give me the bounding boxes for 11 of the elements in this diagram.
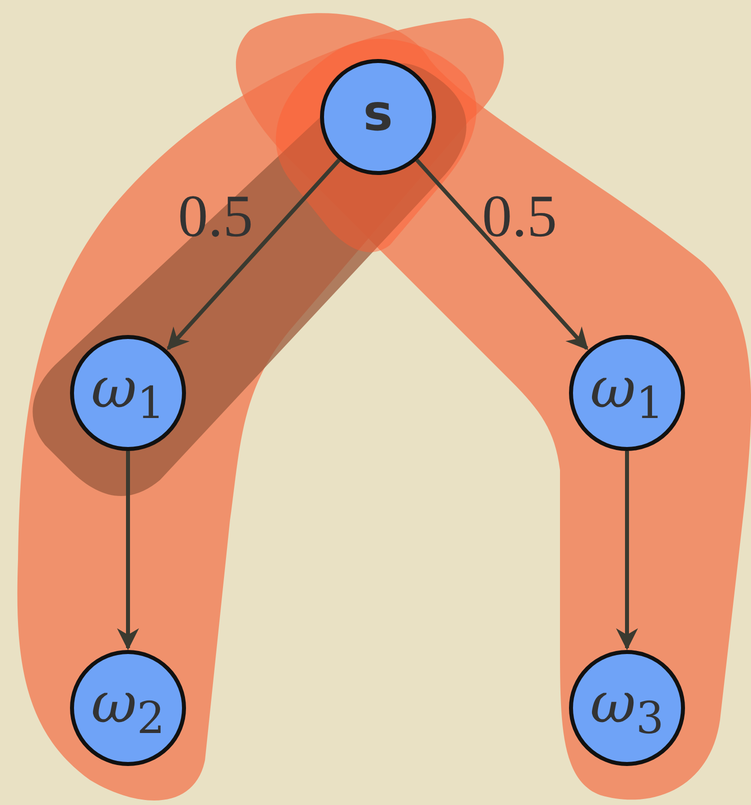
edge-label: 0.5 xyxy=(178,186,253,246)
arrow xyxy=(117,451,139,650)
arrow xyxy=(415,158,588,350)
node-label: ω$_{2}$ xyxy=(91,676,165,740)
node-label: ω$_{1}$ xyxy=(91,360,165,426)
node-label: s xyxy=(363,88,393,138)
arrow xyxy=(616,451,638,650)
node-label: ω$_{1}$ xyxy=(590,360,664,426)
edge-label: 0.5 xyxy=(482,186,557,246)
arrow xyxy=(166,158,341,350)
node-label: ω$_{3}$ xyxy=(590,676,664,740)
